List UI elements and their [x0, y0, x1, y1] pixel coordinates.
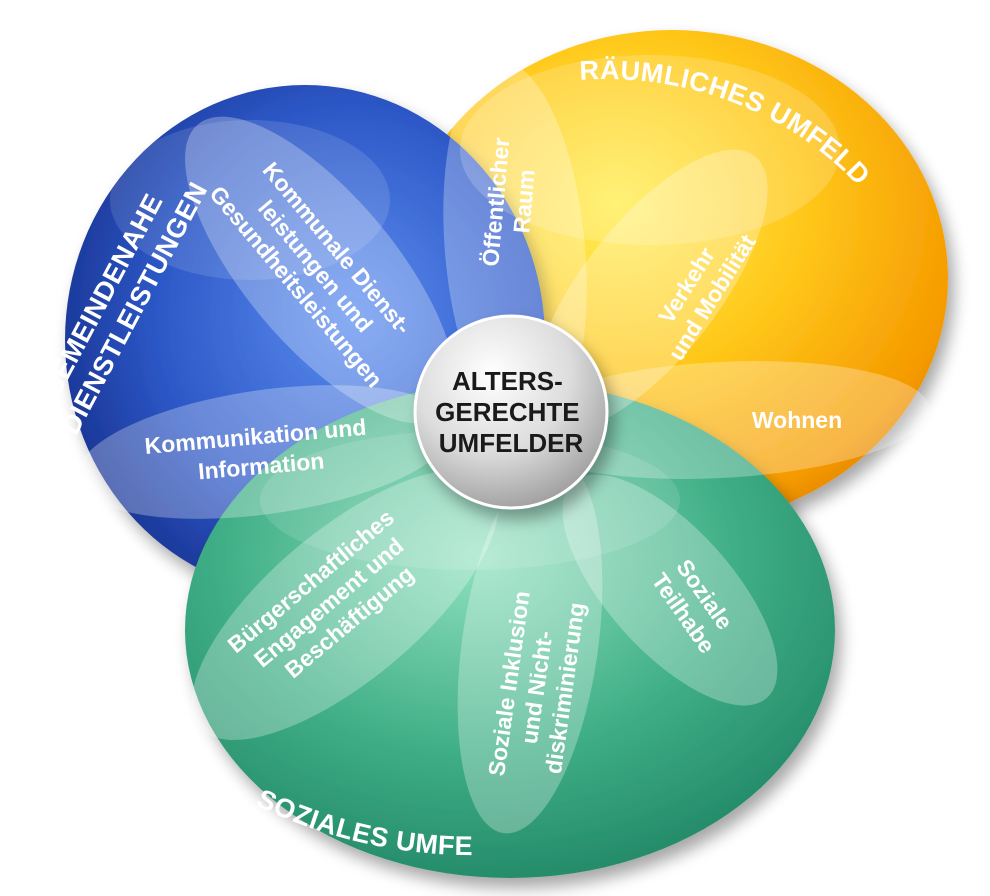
petal-soziale-teilhabe: [562, 474, 778, 706]
wohnen-label: Wohnen: [752, 407, 842, 433]
center-circle: [413, 314, 609, 510]
oeffentlicher-raum-label: Öffentlicher Raum: [477, 130, 543, 270]
petal-wohnen: [510, 361, 930, 479]
petal-kommunikation-information: [76, 385, 454, 519]
blue-highlight: [110, 120, 390, 280]
center-label: ALTERS- GERECHTE UMFELDER: [435, 366, 587, 458]
yellow-highlight: [460, 55, 840, 245]
petal-buergerschaftliches-engagement: [191, 470, 499, 740]
petal-soziale-inklusion: [457, 456, 603, 834]
petal-kommunale-dienstleistungen: [185, 116, 455, 424]
soziales-umfeld-circle: [185, 382, 835, 878]
